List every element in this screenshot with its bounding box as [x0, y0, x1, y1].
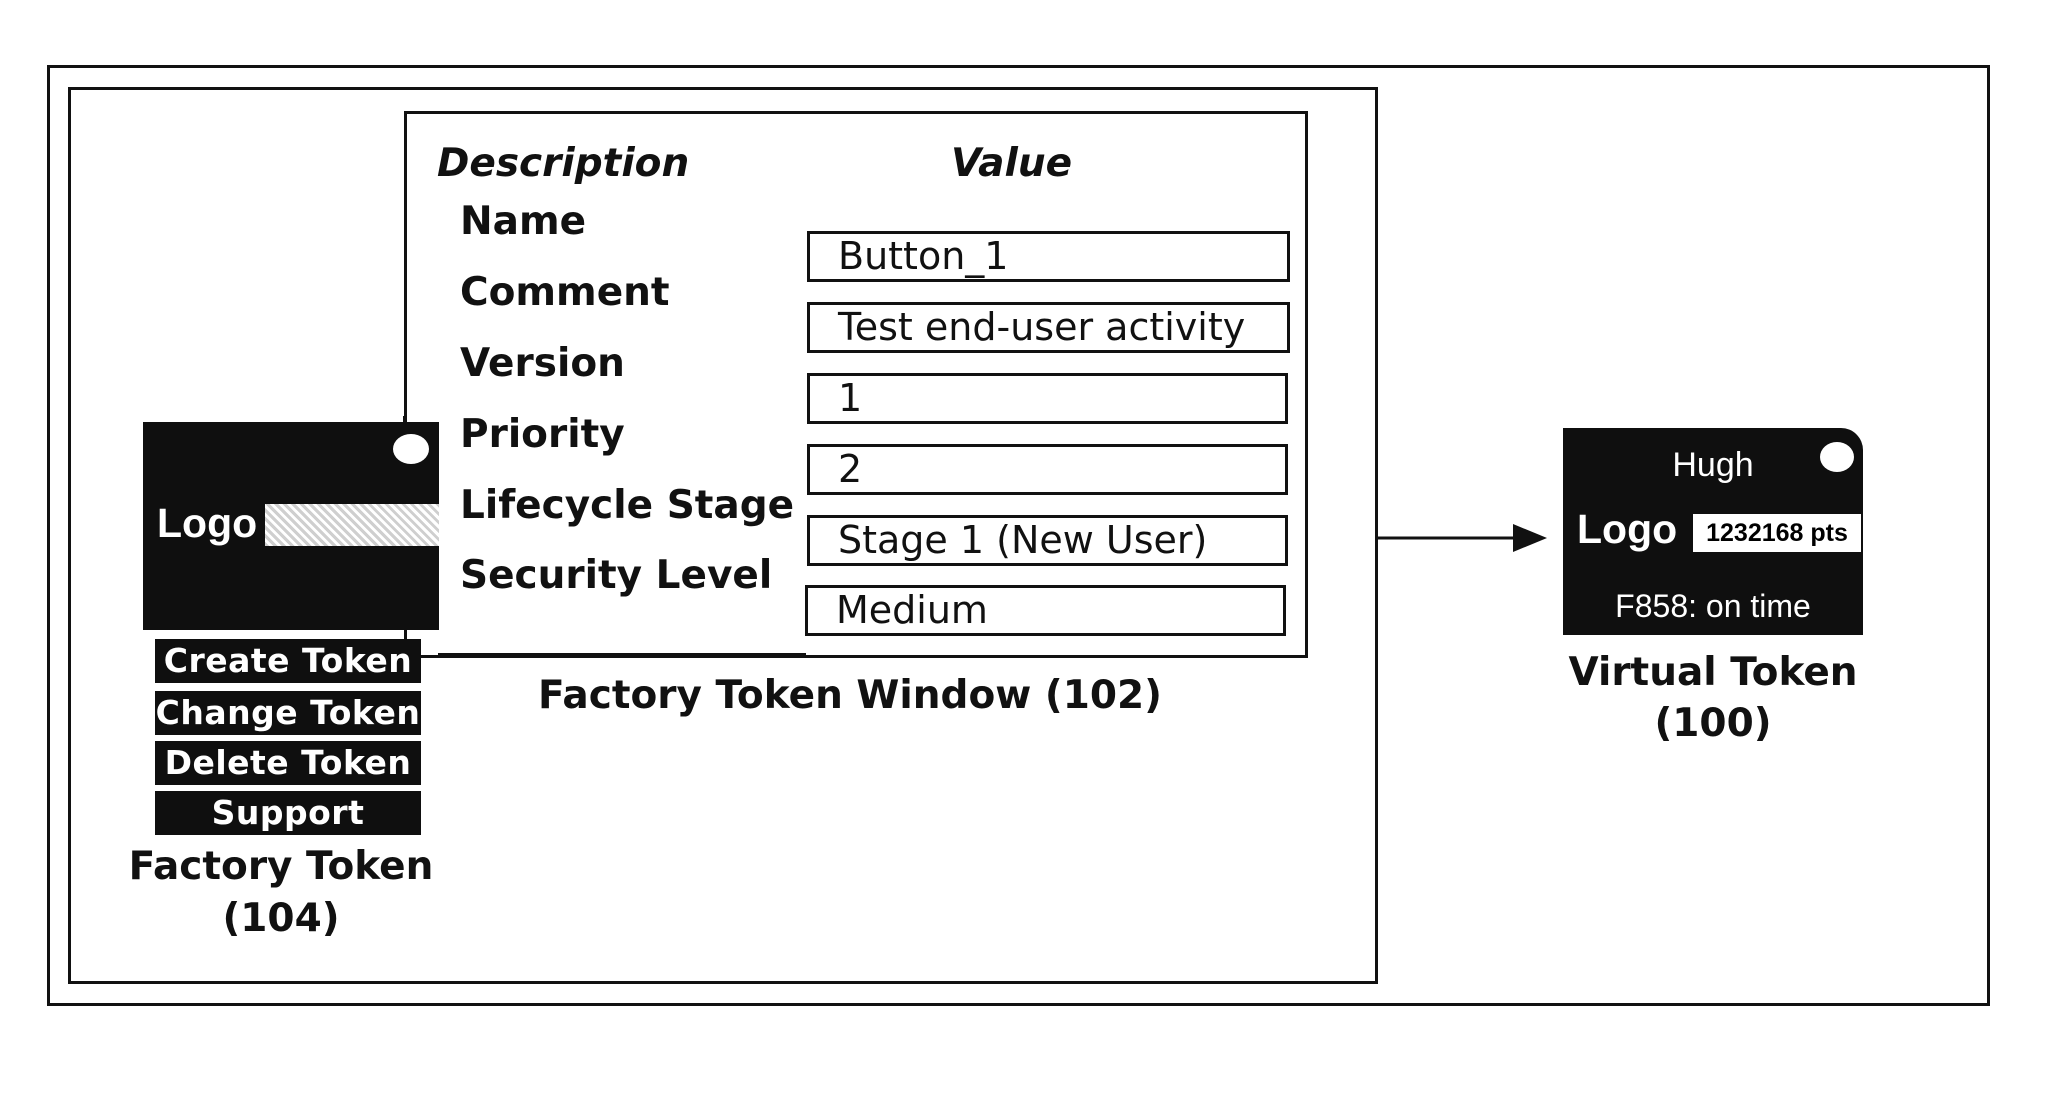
indicator-dot-icon: [393, 434, 429, 464]
arrow-right-icon: [1375, 518, 1555, 558]
virtual-token-flight-status: F858: on time: [1563, 588, 1863, 625]
priority-label: Priority: [460, 412, 625, 457]
virtual-token-caption-line1: Virtual Token: [1543, 650, 1883, 695]
name-field[interactable]: Button_1: [807, 231, 1290, 282]
token-window-connector-stub: [403, 416, 406, 422]
support-button[interactable]: Support: [155, 791, 421, 835]
priority-field[interactable]: 2: [807, 444, 1288, 495]
factory-token-window-caption: Factory Token Window (102): [520, 673, 1180, 718]
comment-label: Comment: [460, 270, 670, 315]
version-label: Version: [460, 341, 625, 386]
virtual-token-logo: Logo: [1577, 506, 1677, 553]
security-level-field[interactable]: Medium: [805, 585, 1286, 636]
token-window-connector: [438, 653, 806, 656]
factory-token-caption-line2: (104): [106, 896, 456, 941]
factory-token-window: Description Value Name Button_1 Comment …: [404, 111, 1308, 658]
virtual-token-points: 1232168 pts: [1693, 514, 1861, 552]
indicator-dot-icon: [1820, 442, 1854, 472]
name-label: Name: [460, 199, 586, 244]
comment-field[interactable]: Test end-user activity: [807, 302, 1290, 353]
virtual-token-user-name: Hugh: [1563, 446, 1863, 485]
change-token-button[interactable]: Change Token: [155, 691, 421, 735]
virtual-token-face: Hugh Logo 1232168 pts F858: on time: [1563, 428, 1863, 635]
lifecycle-stage-label: Lifecycle Stage: [460, 483, 794, 528]
lifecycle-stage-field[interactable]: Stage 1 (New User): [807, 515, 1288, 566]
factory-token-blank-field: [265, 504, 439, 546]
factory-token-face: Logo: [143, 422, 439, 630]
security-level-label: Security Level: [460, 553, 772, 598]
value-header: Value: [951, 141, 1072, 186]
delete-token-button[interactable]: Delete Token: [155, 741, 421, 785]
create-token-button[interactable]: Create Token: [155, 639, 421, 683]
virtual-token-caption-line2: (100): [1543, 701, 1883, 746]
factory-token-caption-line1: Factory Token: [106, 844, 456, 889]
factory-token-logo: Logo: [157, 500, 257, 547]
description-header: Description: [437, 141, 689, 186]
version-field[interactable]: 1: [807, 373, 1288, 424]
